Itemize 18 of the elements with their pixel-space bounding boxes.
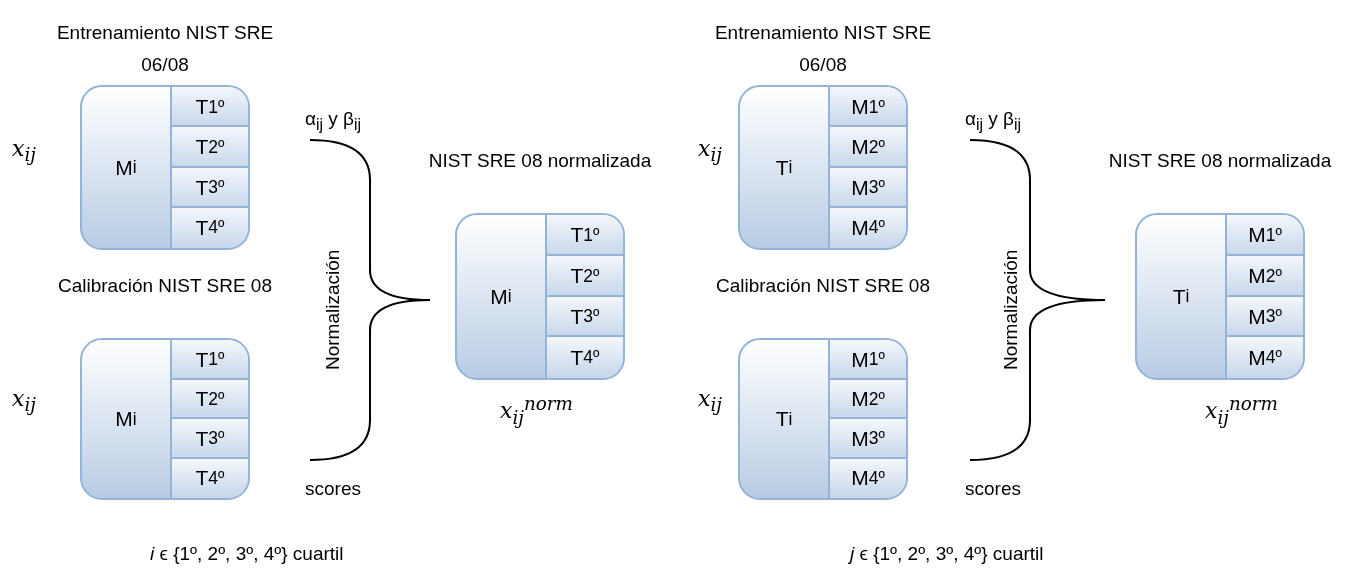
text-label: α$_{ij}$ y β$_{ij}$ — [305, 108, 362, 134]
math-label: x$_{ij}$ — [12, 136, 36, 166]
card-heading: Calibración NIST SRE 08 — [715, 274, 931, 298]
text-label: α$_{ij}$ y β$_{ij}$ — [965, 108, 1022, 134]
card-heading: NIST SRE 08 normalizada — [1107, 149, 1333, 173]
text-label: scores — [305, 478, 361, 500]
card-heading: Entrenamiento NIST SRE 06/08 — [713, 21, 933, 77]
card-heading: NIST SRE 08 normalizada — [427, 149, 653, 173]
card-heading: Calibración NIST SRE 08 — [57, 274, 273, 298]
math-label: x$_{ij}$ — [12, 386, 36, 416]
rotated-label: Normalización — [322, 249, 344, 370]
text-label: scores — [965, 478, 1021, 500]
text-label: i ϵ {1º, 2º, 3º, 4º} cuartil — [150, 543, 344, 565]
math-label: x$_{ij}$ — [698, 136, 722, 166]
text-label: j ϵ {1º, 2º, 3º, 4º} cuartil — [850, 543, 1044, 565]
math-label: x$_{ij}$ — [698, 386, 722, 416]
card-heading: Entrenamiento NIST SRE 06/08 — [55, 21, 275, 77]
rotated-label: Normalización — [1000, 249, 1022, 370]
